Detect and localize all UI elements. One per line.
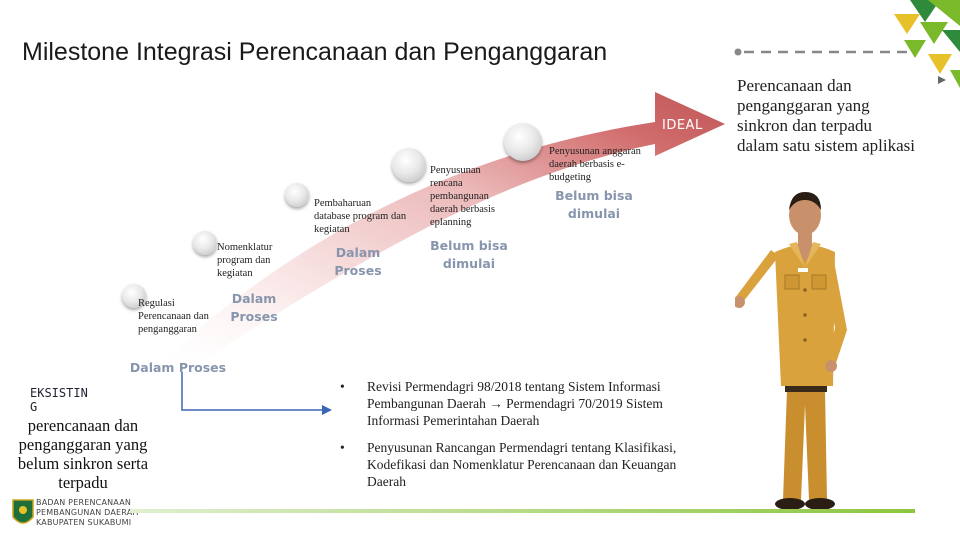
ideal-label: IDEAL [662,118,703,133]
ideal-description: Perencanaan dan penganggaran yang sinkro… [737,76,915,155]
bullet-icon: • [340,379,345,394]
action-text-1: Revisi Permendagri 98/2018 tentang Siste… [367,379,663,428]
milestone-marker-5 [504,123,542,161]
existing-description: perencanaan dan penganggaran yang belum … [17,416,149,492]
existing-label: EKSISTIN G [30,386,88,414]
connector-arrow [181,372,332,415]
footer-bar [130,509,915,513]
action-item-2: • Penyusunan Rancangan Permendagri tenta… [340,439,700,490]
action-list: • Revisi Permendagri 98/2018 tentang Sis… [340,378,700,500]
milestone-marker-4 [392,148,426,182]
milestone-label-2: Nomenklatur program dan kegiatan [217,242,273,279]
agency-name-line-3: KABUPATEN SUKABUMI [36,518,132,527]
milestone-label-5: Penyusunan anggaran daerah berbasis e-bu… [549,146,641,183]
action-item-1: • Revisi Permendagri 98/2018 tentang Sis… [340,378,700,429]
civil-servant-illustration [735,192,847,510]
milestone-status-5: Belum bisa dimulai [555,188,633,221]
milestone-label-1: Regulasi Perencanaan dan penganggaran [138,298,209,335]
milestone-label-4: Penyusunan rencana pembangunan daerah be… [430,165,496,228]
milestone-status-2: Dalam Proses [230,291,278,324]
milestone-marker-2 [193,231,217,255]
regency-logo-icon [12,499,34,524]
action-text-2: Penyusunan Rancangan Permendagri tentang… [367,440,677,489]
agency-name-line-1: BADAN PERENCANAAN [36,498,132,507]
milestone-marker-3 [285,183,309,207]
bullet-icon: • [340,440,345,455]
milestone-status-3: Dalam Proses [334,245,382,278]
title-dashed-line [734,48,916,56]
milestone-status-4: Belum bisa dimulai [430,238,508,271]
page-title: Milestone Integrasi Perencanaan dan Peng… [22,38,608,66]
milestone-label-3: Pembaharuan database program dan kegiata… [314,198,407,235]
corner-decoration [894,0,960,88]
agency-name: BADAN PERENCANAAN PEMBANGUNAN DAERAH KAB… [36,498,139,528]
milestone-status-1: Dalam Proses [129,360,227,375]
milestone-marker-1 [122,284,146,308]
agency-name-line-2: PEMBANGUNAN DAERAH [36,508,139,517]
